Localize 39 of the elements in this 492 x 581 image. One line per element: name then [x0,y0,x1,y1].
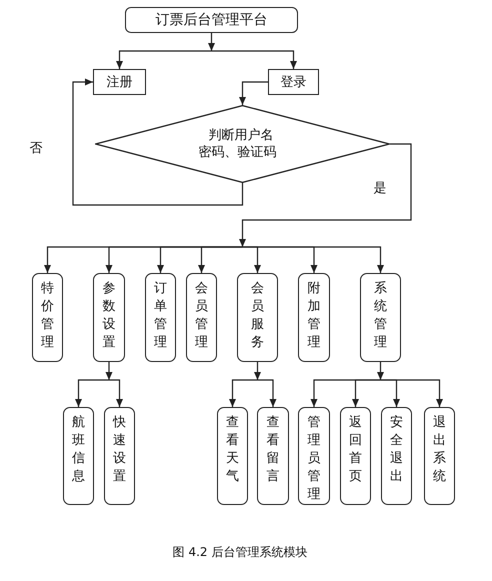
module-box: 附加管理 [298,273,330,362]
module-box: 系统管理 [360,273,401,362]
arrow [116,50,212,69]
arrow [72,78,244,206]
start-box: 订票后台管理平台 [125,7,298,33]
module-box: 参数设置 [93,273,125,362]
edge-label: 否 [28,141,44,157]
arrow [239,143,412,247]
caption: 图 4.2 后台管理系统模块 [172,545,308,560]
module-box: 返回首页 [340,407,371,505]
module-box: 航班信息 [63,407,94,505]
arrow [208,33,215,51]
module-box: 查看天气 [217,407,248,505]
module-box: 安全退出 [381,407,412,505]
arrow [380,379,443,407]
arrow [258,379,276,407]
module-box: 订单管理 [145,273,176,362]
arrow [229,379,258,407]
module-box: 会员服务 [237,273,278,362]
module-box: 退出系统 [424,407,455,505]
decision-diamond: 判断用户名密码、验证码 [95,105,390,183]
module-box: 查看留言 [257,407,289,505]
arrow [75,379,109,407]
module-box: 会员管理 [186,273,217,362]
process-box: 注册 [93,69,146,95]
arrow [212,50,297,69]
process-box: 登录 [268,69,319,95]
module-box: 特价管理 [32,273,63,362]
module-box: 管理员管理 [298,407,330,505]
arrow [352,379,380,407]
arrow [254,362,261,380]
module-box: 快速设置 [104,407,135,505]
arrow [198,246,242,273]
arrow [242,246,384,273]
arrow [377,362,384,380]
edge-label: 是 [372,181,388,197]
arrow [106,362,112,380]
arrow [239,81,268,105]
arrow [109,379,123,407]
